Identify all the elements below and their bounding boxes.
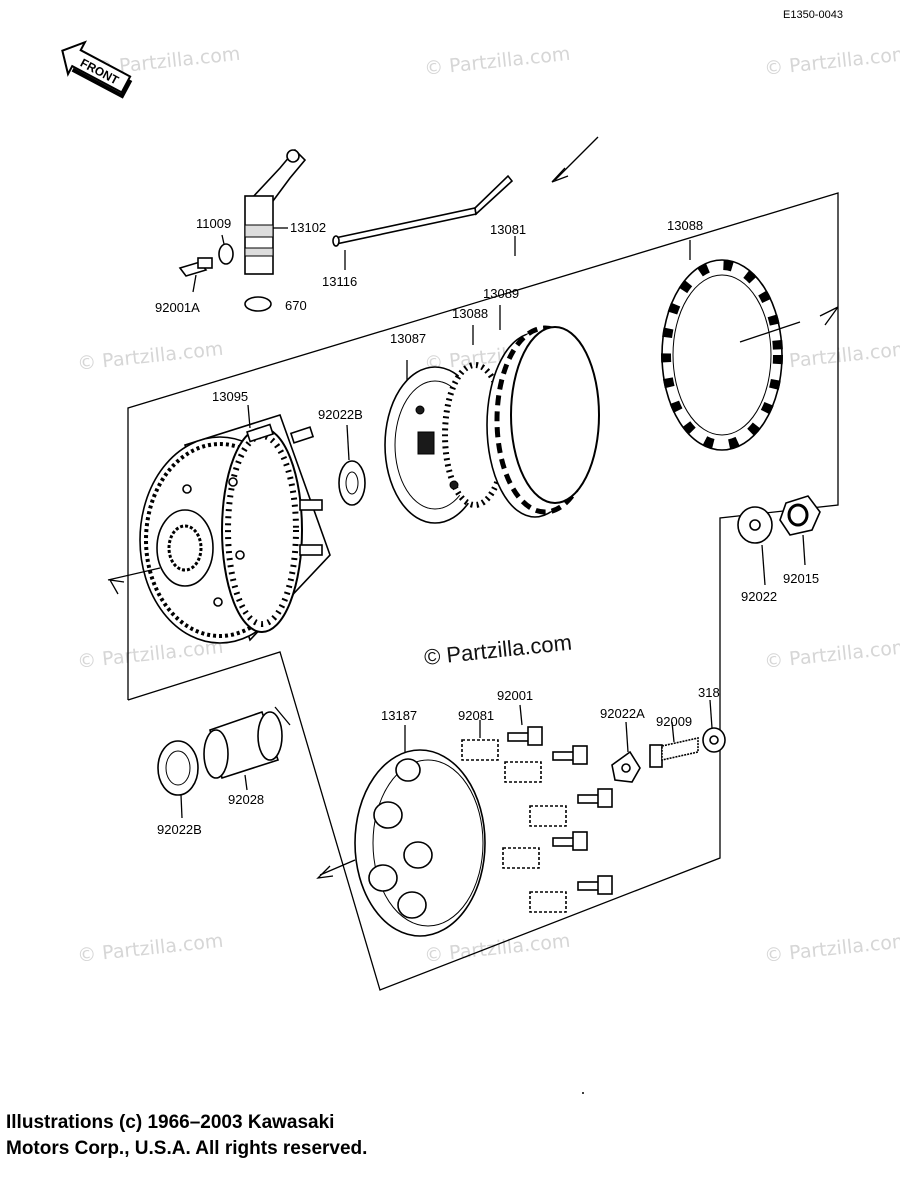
part-labels: 11009 13102 13116 92001A 670 13081 13088…: [155, 216, 819, 837]
part-label: 92001A: [155, 300, 200, 315]
locknut: [702, 699, 726, 753]
watermark: © Partzilla.com: [76, 338, 224, 375]
copyright-line: Motors Corp., U.S.A. All rights reserved…: [6, 1138, 368, 1159]
clutch-nut: [779, 495, 821, 566]
bolt-92001A: [178, 257, 213, 293]
watermark: © Partzilla.com: [423, 43, 571, 80]
collar: [157, 706, 291, 819]
part-label: 318: [698, 685, 720, 700]
axis-arrow: [739, 306, 839, 343]
lock-plate: [611, 721, 641, 783]
part-label: 92009: [656, 714, 692, 729]
part-label: 13089: [483, 286, 519, 301]
part-label: 13088: [452, 306, 488, 321]
pressure-plate: [316, 725, 486, 937]
adjusting-screw: [649, 721, 699, 768]
spring-bolts: [507, 704, 613, 895]
push-rod: [332, 174, 514, 270]
watermark: © Partzilla.com: [76, 930, 224, 967]
part-label: 13088: [667, 218, 703, 233]
part-label: 13081: [490, 222, 526, 237]
release-lever: [244, 148, 307, 275]
watermark: © Partzilla.com: [76, 636, 224, 673]
friction-plate: [661, 240, 783, 451]
diagram-code: E1350-0043: [783, 9, 843, 21]
clutch-housing: [139, 404, 331, 644]
oring-670: [244, 296, 272, 312]
center-watermark: © Partzilla.com: [423, 630, 573, 670]
lock-washer: [737, 506, 773, 586]
watermark: © Partzilla.com: [763, 636, 900, 673]
watermark: © Partzilla.com: [763, 338, 900, 375]
part-label: 670: [285, 298, 307, 313]
copyright-notice: Illustrations (c) 1966–2003 Kawasaki Mot…: [6, 1110, 706, 1162]
watermark: © Partzilla.com: [423, 930, 571, 967]
part-label: 92081: [458, 708, 494, 723]
part-label: 13102: [290, 220, 326, 235]
part-label: 13095: [212, 389, 248, 404]
part-label: 13087: [390, 331, 426, 346]
watermark: © Partzilla.com: [763, 43, 900, 80]
assembly-outline: [127, 136, 839, 991]
axis-line: [107, 567, 161, 581]
axis-line: [108, 579, 125, 595]
part-label: 92022B: [157, 822, 202, 837]
friction-plate-stack: [472, 305, 600, 518]
part-label: 92015: [783, 571, 819, 586]
part-label: 13116: [322, 274, 357, 289]
thrust-washer: [338, 424, 366, 506]
part-label: 92001: [497, 688, 533, 703]
part-label: 92022: [741, 589, 777, 604]
part-label: 13187: [381, 708, 417, 723]
watermark: © Partzilla.com: [763, 930, 900, 967]
part-label: 92022A: [600, 706, 645, 721]
clutch-springs: [461, 720, 567, 913]
part-label: 92028: [228, 792, 264, 807]
part-label: 92022B: [318, 407, 363, 422]
part-label: 11009: [196, 216, 231, 231]
washer-11009: [218, 234, 234, 265]
copyright-line: Illustrations (c) 1966–2003 Kawasaki: [6, 1112, 335, 1133]
stray-dot: [582, 1092, 584, 1094]
